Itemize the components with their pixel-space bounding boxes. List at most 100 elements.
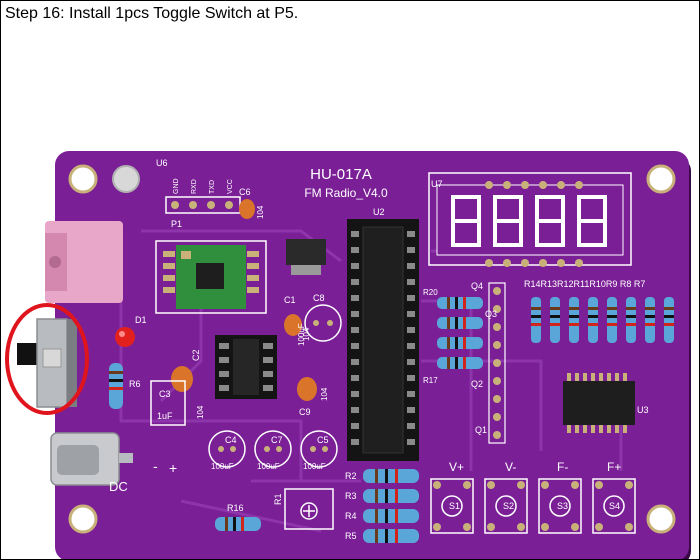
socket-pin xyxy=(407,391,415,397)
transistor-pin xyxy=(493,413,501,421)
resistor-band xyxy=(626,315,636,318)
label-u6: U6 xyxy=(156,158,168,168)
label-c2: C2 xyxy=(191,349,201,361)
socket-pin xyxy=(407,359,415,365)
display-pin xyxy=(539,259,547,267)
ic-socket-u2: U2 xyxy=(347,207,419,461)
socket-pin xyxy=(407,423,415,429)
resistor-band xyxy=(588,315,598,318)
transistor-pin xyxy=(493,359,501,367)
label-rxd: RXD xyxy=(191,179,198,194)
socket-pin xyxy=(351,263,359,269)
segment-digit xyxy=(535,195,565,247)
resistor-band xyxy=(463,317,466,329)
label-c8: C8 xyxy=(313,293,325,303)
socket-pin xyxy=(351,231,359,237)
chip-pin xyxy=(591,425,595,433)
button-footprints: V+ V- F- F+ S1 S2 S3 S4 xyxy=(430,460,636,534)
socket-pin xyxy=(407,407,415,413)
socket-pin xyxy=(407,343,415,349)
socket-pin xyxy=(407,375,415,381)
display-pin xyxy=(557,259,565,267)
audio-jack xyxy=(45,221,123,303)
label-s4: S4 xyxy=(609,501,620,511)
resistor xyxy=(664,297,674,343)
resistor xyxy=(569,297,579,343)
resistor-band xyxy=(550,307,560,310)
label-r1: R1 xyxy=(273,493,283,505)
label-d1: D1 xyxy=(135,315,147,325)
capacitor-c2: C2 104 xyxy=(171,349,205,419)
resistor-band xyxy=(607,307,617,310)
label-vcc: VCC xyxy=(227,179,234,194)
resistor-band xyxy=(385,469,388,483)
socket-pin xyxy=(351,375,359,381)
button-pad xyxy=(625,523,633,531)
socket-pin xyxy=(407,279,415,285)
resistor-band xyxy=(375,509,378,523)
socket-pin xyxy=(263,371,273,377)
button-pad xyxy=(487,481,495,489)
chip-pin xyxy=(615,425,619,433)
socket-pin xyxy=(219,357,229,363)
resistor-band xyxy=(447,297,450,309)
resistor-band xyxy=(455,337,458,349)
resistor-band xyxy=(569,323,579,326)
transistor-pin xyxy=(493,341,501,349)
label-c9-value: 104 xyxy=(320,387,329,401)
label-c6-value: 104 xyxy=(256,205,265,219)
resistor xyxy=(607,297,617,343)
label-dc: DC xyxy=(109,479,128,494)
resistor xyxy=(531,297,541,343)
socket-pin xyxy=(263,343,273,349)
resistor-bank: R14R13R12R11R10R9 R8 R7 xyxy=(524,279,674,343)
capacitor-c8: C8 100uF xyxy=(297,293,342,346)
label-u7: U7 xyxy=(431,179,443,189)
resistor-band xyxy=(447,317,450,329)
label-v-minus: V- xyxy=(505,460,516,474)
label-q2: Q2 xyxy=(471,379,483,389)
button-outline xyxy=(592,478,636,534)
button-pad xyxy=(595,481,603,489)
resistor xyxy=(645,297,655,343)
voltage-regulator xyxy=(286,239,326,275)
button-pad xyxy=(433,523,441,531)
button-pad xyxy=(541,481,549,489)
chip-pin xyxy=(607,373,611,381)
chip-pin xyxy=(583,425,587,433)
socket-pin xyxy=(219,371,229,377)
label-c3-value: 1uF xyxy=(157,411,173,421)
socket-pin xyxy=(351,247,359,253)
label-r16: R16 xyxy=(227,503,244,513)
display-pin xyxy=(521,259,529,267)
label-c5: C5 xyxy=(317,435,329,445)
resistor-band xyxy=(607,315,617,318)
button-pad xyxy=(433,481,441,489)
socket-pin xyxy=(219,343,229,349)
board-subtitle: FM Radio_V4.0 xyxy=(304,186,388,200)
label-u3: U3 xyxy=(637,405,649,415)
resistors-r2-r5: R2 R3 R4 R5 xyxy=(345,469,419,543)
socket-pin xyxy=(351,439,359,445)
label-c1: C1 xyxy=(284,295,296,305)
socket-pin xyxy=(263,385,273,391)
label-c5-value: 100uF xyxy=(303,462,326,471)
resistor-band xyxy=(645,307,655,310)
label-r5: R5 xyxy=(345,531,357,541)
label-c4-value: 100uF xyxy=(211,462,234,471)
display-pin xyxy=(557,181,565,189)
chip-pin xyxy=(575,425,579,433)
resistor-band xyxy=(455,357,458,369)
resistor xyxy=(363,529,419,543)
label-resistor-list: R14R13R12R11R10R9 R8 R7 xyxy=(524,279,645,289)
chip-pin xyxy=(567,373,571,381)
label-s3: S3 xyxy=(557,501,568,511)
label-c9: C9 xyxy=(299,407,311,417)
label-f-plus: F+ xyxy=(607,460,621,474)
button-circle xyxy=(441,495,463,517)
segment-digit xyxy=(577,195,607,247)
resistor xyxy=(550,297,560,343)
resistor-band xyxy=(531,315,541,318)
label-txd: TXD xyxy=(209,180,216,194)
